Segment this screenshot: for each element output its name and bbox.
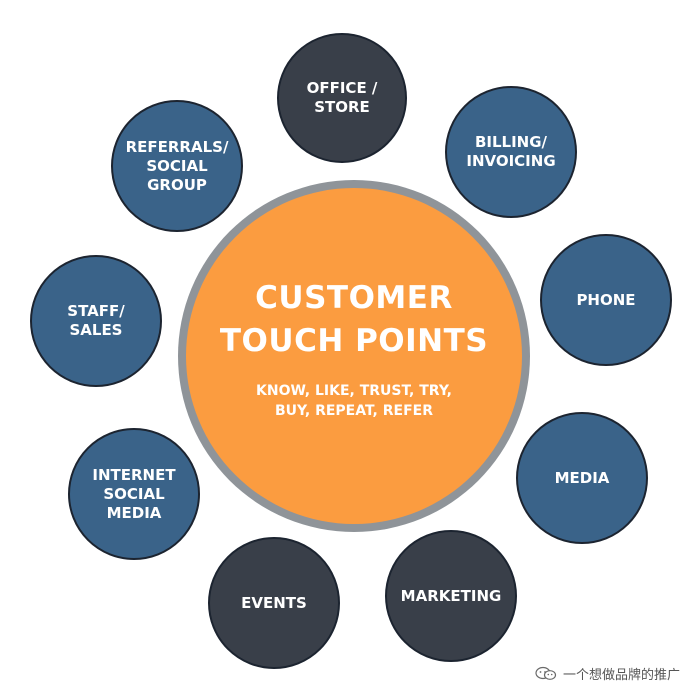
wechat-icon: [535, 666, 557, 680]
node-marketing: MARKETING: [385, 530, 517, 662]
node-billing-invoicing: BILLING/ INVOICING: [445, 86, 577, 218]
center-circle: CUSTOMER TOUCH POINTS KNOW, LIKE, TRUST,…: [186, 188, 522, 524]
node-office-store: OFFICE / STORE: [277, 33, 407, 163]
node-label: STAFF/ SALES: [67, 302, 125, 339]
node-label: BILLING/ INVOICING: [466, 133, 556, 170]
center-subtitle: KNOW, LIKE, TRUST, TRY, BUY, REPEAT, REF…: [256, 383, 452, 419]
watermark-text: 一个想做品牌的推广: [562, 668, 680, 683]
node-events: EVENTS: [208, 537, 340, 669]
node-label: PHONE: [576, 290, 636, 309]
node-staff-sales: STAFF/ SALES: [30, 255, 162, 387]
node-media: MEDIA: [516, 412, 648, 544]
node-label: OFFICE / STORE: [306, 79, 378, 116]
node-label: INTERNET SOCIAL MEDIA: [92, 465, 176, 522]
node-phone: PHONE: [540, 234, 672, 366]
node-label: MEDIA: [554, 468, 610, 487]
node-label: REFERRALS/ SOCIAL GROUP: [125, 137, 229, 194]
node-referrals-social-group: REFERRALS/ SOCIAL GROUP: [111, 100, 243, 232]
center-title: CUSTOMER TOUCH POINTS: [219, 280, 489, 359]
watermark: 一个想做品牌的推广: [535, 664, 680, 683]
node-internet-social-media: INTERNET SOCIAL MEDIA: [68, 428, 200, 560]
node-label: MARKETING: [400, 586, 502, 605]
node-label: EVENTS: [241, 593, 307, 612]
